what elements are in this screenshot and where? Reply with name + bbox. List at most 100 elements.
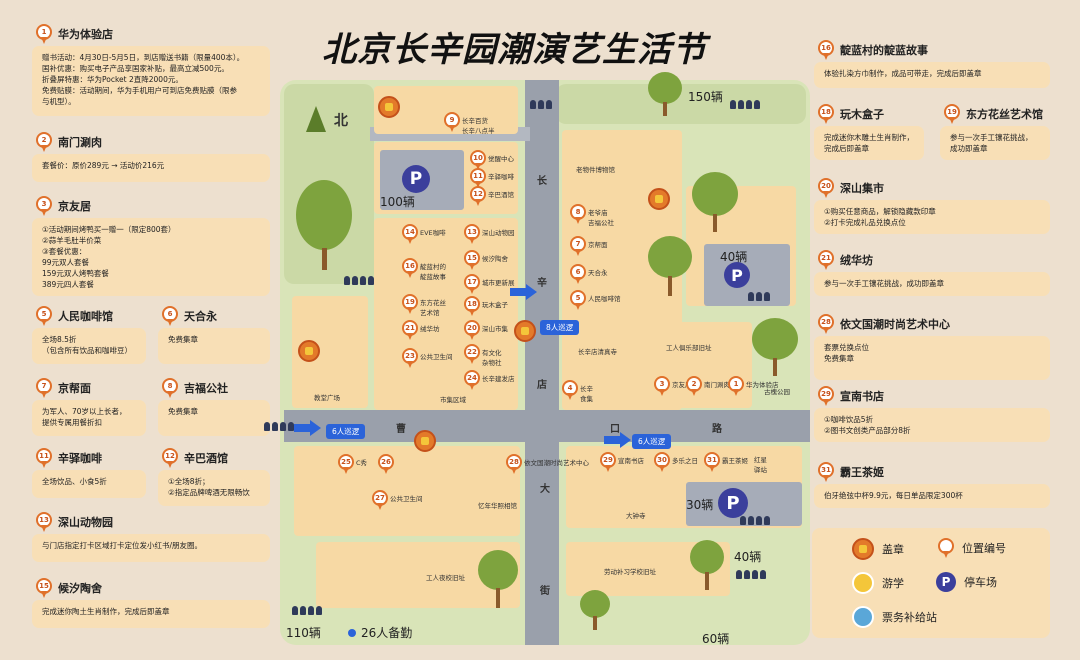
- place-label: 绒华坊: [420, 325, 440, 333]
- location-pin-icon: 18: [818, 104, 834, 124]
- left-card-body: 全场饮品、小食5折: [32, 470, 146, 498]
- location-pin-icon[interactable]: 17: [464, 274, 480, 294]
- left-card-body: 套餐价：原价289元 → 活动价216元: [32, 154, 270, 182]
- location-pin-icon[interactable]: 16: [402, 258, 418, 278]
- pin-number: 25: [340, 456, 352, 468]
- tree-icon: [580, 590, 610, 630]
- pin-number: 11: [472, 170, 484, 182]
- location-pin-icon: 31: [818, 462, 834, 482]
- location-pin-icon[interactable]: 13: [464, 224, 480, 244]
- parking-count: 60辆: [702, 632, 730, 646]
- pin-number: 12: [472, 188, 484, 200]
- map-label: 工人夜校旧址: [426, 574, 465, 582]
- location-pin-icon[interactable]: 2: [686, 376, 702, 396]
- location-pin-icon[interactable]: 24: [464, 370, 480, 390]
- pin-number: 1: [730, 378, 742, 390]
- place-label: 公共卫生间: [390, 495, 423, 503]
- legend-pin: 位置编号: [938, 538, 1006, 558]
- road-label: 大: [540, 484, 550, 495]
- reserve-dot-icon: [348, 628, 356, 637]
- location-pin-icon[interactable]: 19: [402, 294, 418, 314]
- location-pin-icon[interactable]: 26: [378, 454, 394, 474]
- place-label: 公共卫生间: [420, 353, 453, 361]
- location-pin-icon[interactable]: 31: [704, 452, 720, 472]
- place-label: 靛蓝村的 靛蓝故事: [420, 263, 446, 281]
- place-label: 人民咖啡馆: [588, 295, 621, 303]
- pin-number: 2: [688, 378, 700, 390]
- pin-number: 22: [466, 346, 478, 358]
- place-label: 东方花丝 艺术馆: [420, 299, 446, 317]
- location-pin-icon: 19: [944, 104, 960, 124]
- location-pin-icon[interactable]: 8: [570, 204, 586, 224]
- location-pin-icon[interactable]: 6: [570, 264, 586, 284]
- location-pin-icon: 11: [36, 448, 52, 468]
- location-pin-icon[interactable]: 22: [464, 344, 480, 364]
- card-line: （包含所有饮品和咖啡豆）: [42, 346, 132, 355]
- location-pin-icon[interactable]: 9: [444, 112, 460, 132]
- place-label: 长辛百货 长辛八点半: [462, 117, 495, 135]
- card-title: 辛巴酒馆: [184, 452, 228, 465]
- card-line: 与机型）。: [42, 97, 76, 106]
- location-pin-icon[interactable]: 23: [402, 348, 418, 368]
- location-pin-icon[interactable]: 7: [570, 236, 586, 256]
- location-pin-icon[interactable]: 30: [654, 452, 670, 472]
- place-label: 华为体验店: [746, 381, 779, 389]
- tree-icon: [648, 72, 682, 116]
- location-pin-icon: 6: [162, 306, 178, 326]
- map-label: 红星 驿站: [754, 456, 767, 474]
- location-pin-icon[interactable]: 14: [402, 224, 418, 244]
- card-line: 与门店指定打卡区域打卡定位发小红书/朋友圈。: [42, 541, 203, 550]
- pin-number: 17: [466, 276, 478, 288]
- location-pin-icon[interactable]: 29: [600, 452, 616, 472]
- location-pin-icon[interactable]: 27: [372, 490, 388, 510]
- staff-group-icon: [344, 276, 374, 285]
- location-pin-icon[interactable]: 15: [464, 250, 480, 270]
- location-pin-icon[interactable]: 28: [506, 454, 522, 474]
- card-line: 体验扎染方巾制作，成品可带走，完成后即盖章: [824, 69, 982, 78]
- pin-number: 8: [572, 206, 584, 218]
- road-label: 路: [712, 424, 722, 435]
- legend: [812, 528, 1050, 638]
- card-line: 159元双人烤鸭套餐: [42, 269, 109, 278]
- place-label: 候汐陶舍: [482, 255, 508, 263]
- card-title: 依文国潮时尚艺术中心: [840, 318, 950, 331]
- place-label: 觉醒中心: [488, 155, 514, 163]
- tree-icon: [296, 180, 352, 270]
- place-label: 京友居: [672, 381, 692, 389]
- location-pin-icon[interactable]: 20: [464, 320, 480, 340]
- pin-number: 29: [602, 454, 614, 466]
- location-pin-icon[interactable]: 3: [654, 376, 670, 396]
- card-line: 免费集章: [168, 335, 198, 344]
- location-pin-icon[interactable]: 25: [338, 454, 354, 474]
- map-label: 工人俱乐部旧址: [666, 344, 712, 352]
- place-label: 长辛建发店: [482, 375, 515, 383]
- parking-count: 30辆: [686, 498, 714, 512]
- location-pin-icon[interactable]: 1: [728, 376, 744, 396]
- card-title: 辛驿咖啡: [58, 452, 102, 465]
- location-pin-icon[interactable]: 12: [470, 186, 486, 206]
- location-pin-icon[interactable]: 18: [464, 296, 480, 316]
- stamp-icon: [414, 430, 436, 452]
- location-pin-icon[interactable]: 11: [470, 168, 486, 188]
- card-line: 全场饮品、小食5折: [42, 477, 107, 486]
- left-card-body: 免费集章: [158, 400, 270, 436]
- place-label: 城市更新展: [482, 279, 515, 287]
- location-pin-icon: 1: [36, 24, 52, 44]
- location-pin-icon[interactable]: 10: [470, 150, 486, 170]
- pin-number: 6: [572, 266, 584, 278]
- card-line: ①咖啡饮品5折: [824, 415, 873, 424]
- patrol-label: 8人巡逻: [540, 320, 580, 335]
- road-label: 曹: [396, 424, 406, 435]
- card-title: 吉福公社: [184, 382, 228, 395]
- location-pin-icon[interactable]: 21: [402, 320, 418, 340]
- location-pin-icon[interactable]: 4: [562, 380, 578, 400]
- card-title: 深山动物园: [58, 516, 113, 529]
- location-pin-icon[interactable]: 5: [570, 290, 586, 310]
- parking-count: 40辆: [734, 550, 762, 564]
